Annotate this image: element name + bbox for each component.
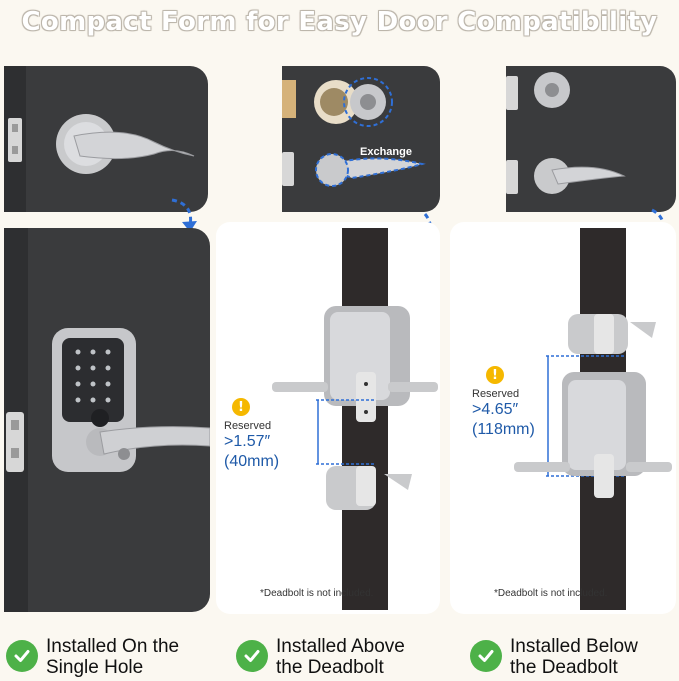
caption-above-deadbolt: Installed Above the Deadbolt bbox=[236, 636, 405, 678]
caption-single-hole: Installed On the Single Hole bbox=[6, 636, 179, 678]
check-circle-icon bbox=[236, 640, 268, 672]
check-circle-icon bbox=[6, 640, 38, 672]
lever-handle-illustration bbox=[8, 114, 195, 174]
caption-line-2: Single Hole bbox=[46, 657, 144, 678]
bottom-panel-below-deadbolt: ! Reserved >4.65″ (118mm) *Deadbolt is n… bbox=[450, 222, 676, 614]
bottom-panel-single-hole bbox=[4, 228, 210, 612]
caption-text: Installed Above the Deadbolt bbox=[276, 636, 405, 678]
reserved-spec-right: Reserved >4.65″ (118mm) bbox=[472, 388, 535, 440]
exchange-illustration bbox=[282, 77, 426, 187]
deadbolt-note: *Deadbolt is not included. bbox=[494, 588, 608, 599]
page-title: Compact Form for Easy Door Compatibility bbox=[21, 7, 658, 37]
reserved-value-inches: >4.65″ bbox=[472, 401, 519, 418]
caption-line-1: Installed Above bbox=[276, 636, 405, 657]
warning-icon: ! bbox=[232, 398, 250, 416]
below-deadbolt-illustration bbox=[514, 228, 672, 610]
caption-text: Installed Below the Deadbolt bbox=[510, 636, 638, 678]
above-deadbolt-illustration bbox=[272, 228, 438, 610]
caption-text: Installed On the Single Hole bbox=[46, 636, 179, 678]
exchange-label: Exchange bbox=[360, 146, 412, 158]
smart-lock-illustration bbox=[6, 328, 210, 472]
reserved-label: Reserved bbox=[224, 420, 272, 432]
reserved-value-mm: (40mm) bbox=[224, 453, 280, 470]
reserved-spec-middle: Reserved >1.57″ (40mm) bbox=[224, 420, 279, 472]
top-panel-original-lever bbox=[4, 66, 208, 212]
reserved-value-inches: >1.57″ bbox=[224, 433, 271, 450]
reserved-value-mm: (118mm) bbox=[472, 421, 535, 438]
check-circle-icon bbox=[470, 640, 502, 672]
deadbolt-note: *Deadbolt is not included. bbox=[260, 588, 374, 599]
bottom-panel-above-deadbolt: ! Reserved >1.57″ (40mm) *Deadbolt is no… bbox=[216, 222, 440, 614]
header-banner: Compact Form for Easy Door Compatibility bbox=[0, 0, 679, 44]
top-panel-deadbolt-lever bbox=[506, 66, 676, 212]
dashed-curve-arrow-icon bbox=[171, 198, 197, 232]
caption-line-2: the Deadbolt bbox=[510, 657, 618, 678]
warning-icon: ! bbox=[486, 366, 504, 384]
deadbolt-lever-illustration bbox=[506, 72, 626, 194]
top-panel-exchange: Exchange bbox=[282, 66, 440, 212]
caption-below-deadbolt: Installed Below the Deadbolt bbox=[470, 636, 638, 678]
caption-line-2: the Deadbolt bbox=[276, 657, 384, 678]
caption-line-1: Installed Below bbox=[510, 636, 638, 657]
reserved-label: Reserved bbox=[472, 388, 520, 400]
caption-line-1: Installed On the bbox=[46, 636, 180, 657]
